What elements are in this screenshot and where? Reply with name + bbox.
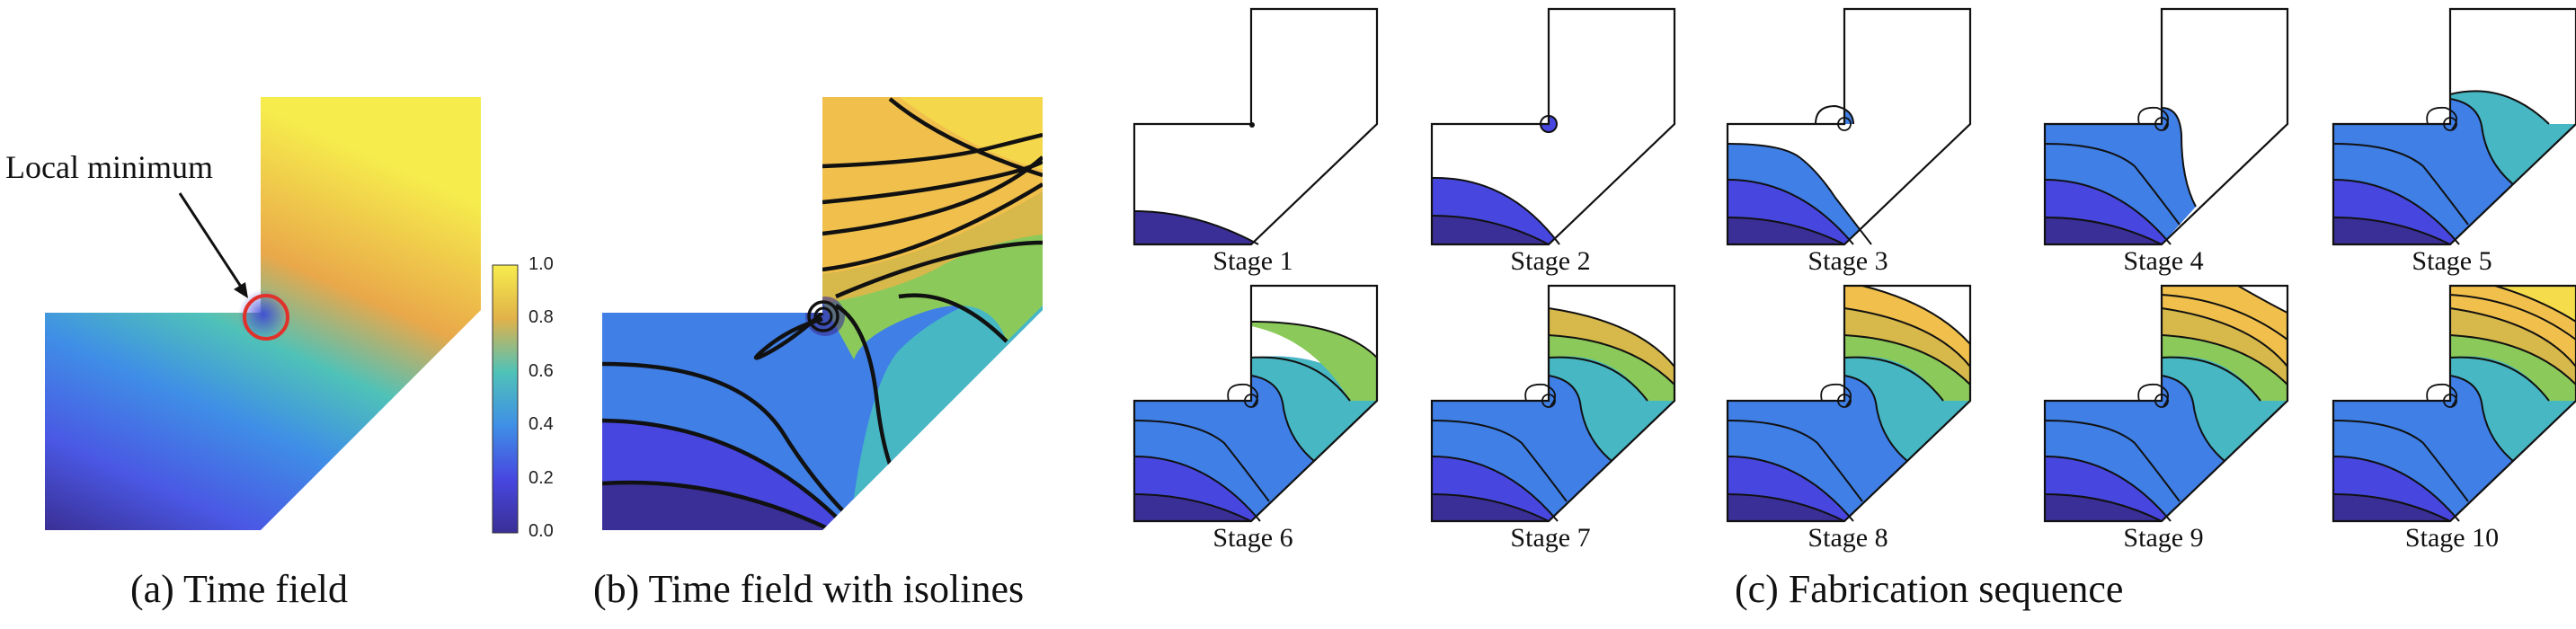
panel-b-caption: (b) Time field with isolines [593,567,1025,611]
colorbar [492,264,519,534]
stage-1-diagram [1133,7,1379,246]
band [822,225,1043,359]
stage-2-diagram [1430,7,1676,246]
stage-label: Stage 4 [2123,246,2204,276]
stage-label: Stage 2 [1510,246,1591,276]
panel-a-caption: (a) Time field [130,567,348,611]
stage-label: Stage 9 [2123,523,2204,553]
stage-3-diagram [1726,7,1972,246]
local-minimum-marker [243,294,289,341]
colorbar-tick-label: 0.8 [529,307,554,327]
panel-c-caption: (c) Fabrication sequence [1735,567,2124,611]
stage-label: Stage 7 [1510,523,1591,553]
stage-6-diagram [1133,284,1379,523]
stage-label: Stage 3 [1808,246,1888,276]
stage-7-diagram [1430,284,1676,523]
stage-9-diagram [2043,284,2289,523]
annotation-arrowhead [234,282,248,298]
stage-8-diagram [1726,284,1972,523]
stage-label: Stage 8 [1808,523,1888,553]
stage-5-diagram [2332,7,2576,246]
band [890,97,1043,171]
colorbar-tick-label: 0.6 [529,361,554,381]
band [602,421,849,530]
stage-4-diagram [2043,7,2289,246]
annotation-arrow [178,192,244,290]
stage-label: Stage 10 [2404,523,2500,553]
colorbar-tick-label: 0.0 [529,521,554,541]
colorbar-tick-label: 1.0 [529,254,554,274]
stage-label: Stage 5 [2412,246,2492,276]
band [602,483,831,530]
local-minimum-label: Local minimum [5,149,213,185]
colorbar-tick-label: 0.2 [529,468,554,488]
stage-label: Stage 6 [1212,523,1293,553]
stage-label: Stage 1 [1212,246,1293,276]
colorbar-tick-label: 0.4 [529,414,554,434]
stage-10-diagram [2332,284,2576,523]
